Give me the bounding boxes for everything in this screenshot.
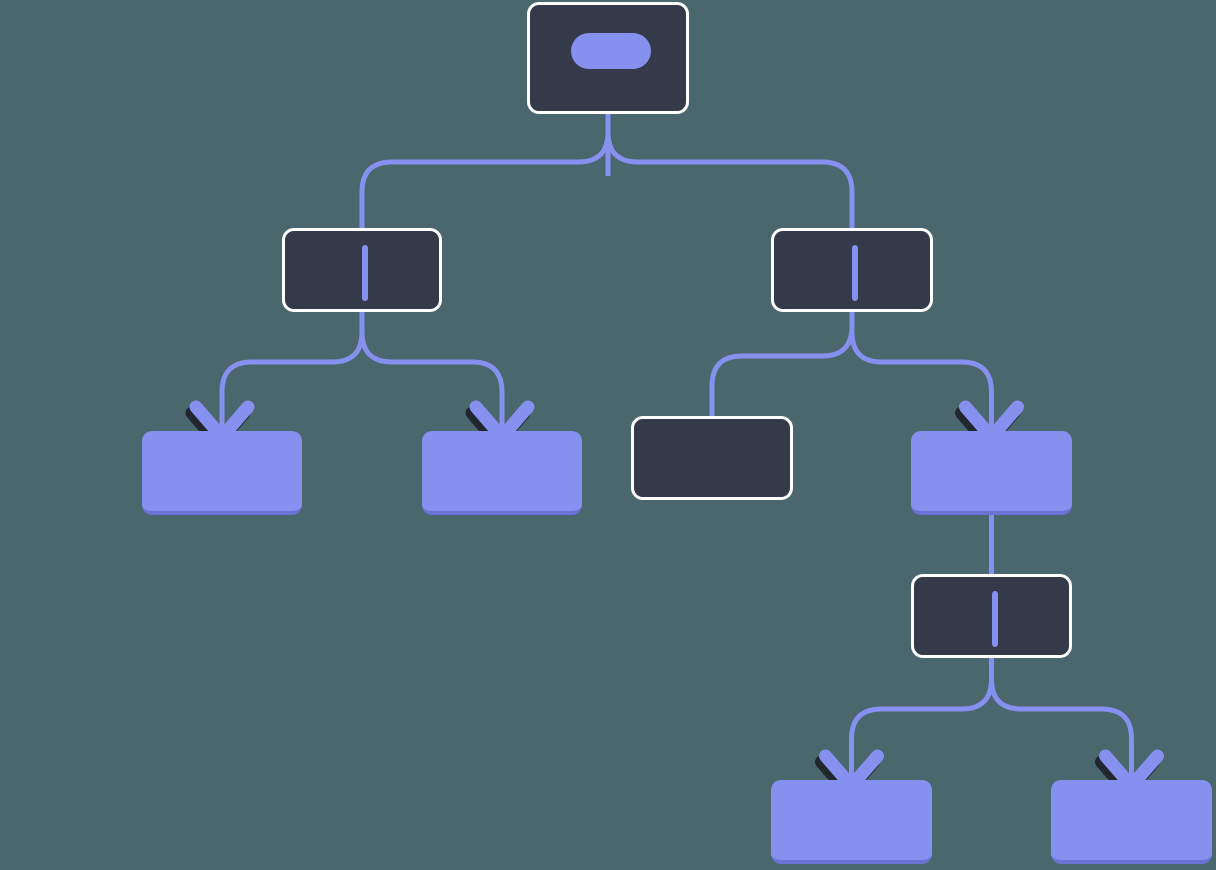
node-d-l[interactable] (771, 780, 932, 864)
edge-b-l-to-l-r (359, 312, 505, 431)
edge-root-to-b-r (605, 114, 855, 228)
node-badge-pill (571, 33, 651, 69)
node-passthrough-bar (362, 245, 368, 301)
edge-b-l-to-l-l (219, 312, 365, 431)
node-d-r[interactable] (1051, 780, 1212, 864)
node-root[interactable] (527, 2, 689, 114)
node-passthrough-bar (852, 245, 858, 301)
edge-b-r-to-r-l (709, 312, 855, 416)
edge-b-r-to-r-r (849, 312, 994, 431)
node-passthrough-bar (991, 591, 998, 647)
node-l-r[interactable] (422, 431, 582, 515)
node-r-r[interactable] (911, 431, 1072, 515)
edge-root-to-b-l (359, 114, 611, 228)
edge-r-mid-to-d-r (989, 658, 1134, 780)
node-b-r[interactable] (771, 228, 933, 312)
node-r-mid[interactable] (911, 574, 1072, 658)
node-r-l[interactable] (631, 416, 793, 500)
node-b-l[interactable] (282, 228, 442, 312)
node-l-l[interactable] (142, 431, 302, 515)
edge-r-mid-to-d-l (849, 658, 994, 780)
